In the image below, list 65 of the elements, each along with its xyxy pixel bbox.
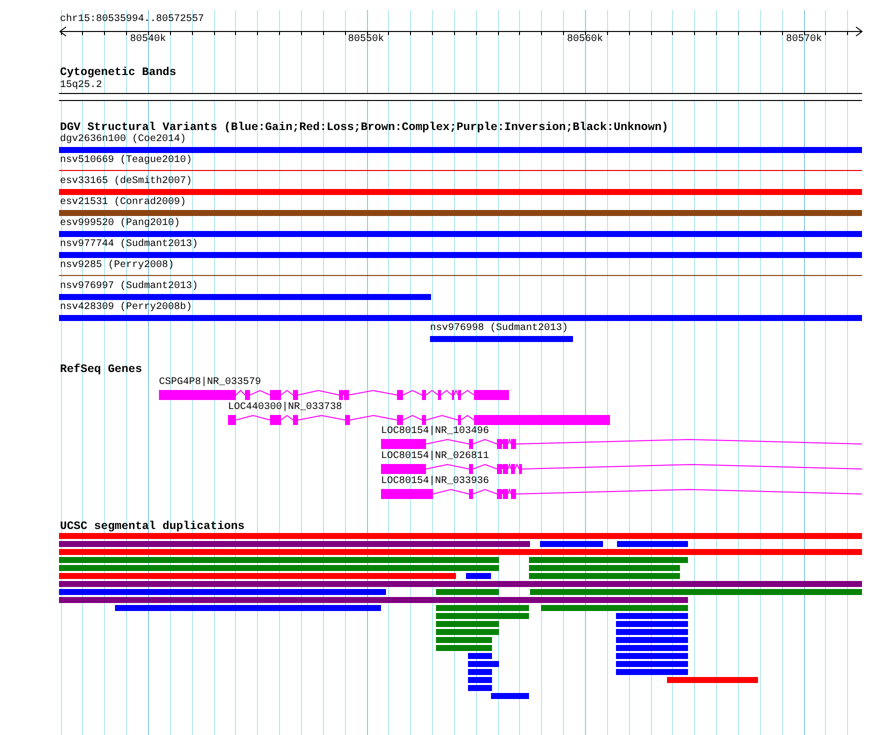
track-title: DGV Structural Variants (Blue:Gain;Red:Loss;Brown:Complex;Purple:Inversion;Black:Unknown) — [60, 122, 668, 134]
variant-label: esv33165 (deSmith2007) — [60, 176, 192, 188]
segmental-duplication-bar — [115, 605, 381, 611]
segmental-duplication-bar — [530, 589, 862, 595]
segmental-duplication-bar — [529, 573, 680, 579]
track-title: Cytogenetic Bands — [60, 67, 176, 80]
segmental-duplication-bar — [436, 629, 499, 635]
variant-label: nsv976997 (Sudmant2013) — [60, 281, 198, 293]
segmental-duplication-bar — [617, 541, 688, 547]
gene-label: LOC80154|NR_026811 — [381, 451, 490, 463]
segmental-duplication-bar — [616, 645, 688, 651]
segmental-duplication-bar — [468, 661, 499, 667]
tick-label: 80540k — [130, 34, 166, 46]
segmental-duplication-bar — [468, 677, 492, 683]
variant-label: nsv9285 (Perry2008) — [60, 260, 174, 272]
segmental-duplication-bar — [59, 533, 862, 539]
segmental-duplication-bar — [529, 565, 680, 571]
segmental-duplication-bar — [667, 677, 758, 683]
segmental-duplication-bar — [616, 653, 688, 659]
segmental-duplication-bar — [491, 693, 529, 699]
band-label: 15q25.2 — [60, 80, 102, 92]
segmental-duplication-bar — [529, 557, 688, 563]
tick-label: 80570k — [786, 34, 822, 46]
track-title: UCSC segmental duplications — [60, 520, 245, 534]
track-title: RefSeq Genes — [60, 364, 142, 377]
segmental-duplication-bar — [466, 573, 491, 579]
variant-label: nsv976998 (Sudmant2013) — [430, 323, 568, 335]
segmental-duplication-bar — [468, 685, 492, 691]
gene-label: LOC80154|NR_033936 — [381, 476, 490, 488]
segmental-duplication-bar — [616, 621, 688, 627]
segmental-duplication-bar — [436, 645, 492, 651]
segmental-duplication-bar — [616, 637, 688, 643]
tick-label: 80550k — [348, 34, 384, 46]
segmental-duplication-bar — [468, 669, 492, 675]
segmental-duplication-bar — [59, 541, 530, 547]
gene-label: LOC80154|NR_103496 — [381, 426, 490, 438]
segmental-duplication-bar — [59, 549, 862, 555]
variant-label: esv21531 (Conrad2009) — [60, 197, 186, 209]
segmental-duplication-bar — [59, 573, 456, 579]
segmental-duplication-bar — [436, 589, 499, 595]
segmental-duplication-bar — [468, 653, 492, 659]
tick-label: 80560k — [566, 34, 603, 46]
variant-label: nsv428309 (Perry2008b) — [60, 302, 192, 314]
segmental-duplication-bar — [540, 541, 603, 547]
segmental-duplication-bar — [436, 637, 492, 643]
variant-label: dgv2636n100 (Coe2014) — [60, 134, 186, 146]
gene-label: CSPG4P8|NR_033579 — [159, 376, 262, 388]
variant-label: nsv510669 (Teague2010) — [60, 155, 192, 167]
segmental-duplication-bar — [616, 629, 688, 635]
segmental-duplication-bar — [616, 661, 688, 667]
variant-label: esv999520 (Pang2010) — [60, 218, 180, 230]
segmental-duplication-bar — [616, 669, 688, 675]
segmental-duplication-bar — [59, 581, 862, 587]
variant-label: nsv977744 (Sudmant2013) — [60, 239, 198, 251]
segmental-duplication-bar — [436, 613, 529, 619]
segmental-duplication-bar — [59, 589, 386, 595]
segmental-duplication-bar — [616, 613, 688, 619]
coordinate-label: chr15:80535994..80572557 — [60, 14, 204, 26]
segmental-duplication-bar — [59, 565, 499, 571]
segmental-duplication-bar — [541, 605, 688, 611]
segmental-duplication-bar — [59, 597, 688, 603]
segmental-duplication-bar — [59, 557, 499, 563]
segmental-duplication-bar — [436, 621, 499, 627]
segmental-duplication-bar — [436, 605, 529, 611]
gene-label: LOC440300|NR_033738 — [228, 402, 342, 414]
